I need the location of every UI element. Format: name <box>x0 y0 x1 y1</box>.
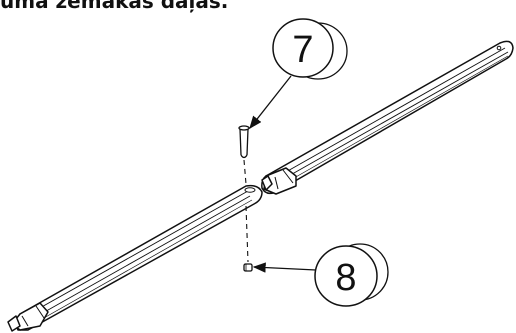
bolt-part <box>238 125 250 159</box>
callout-8: 8 <box>314 243 389 307</box>
callout-8-number: 8 <box>335 257 356 299</box>
callout-7-number: 7 <box>292 29 313 71</box>
nut-part <box>243 263 253 272</box>
callout-7: 7 <box>272 18 348 80</box>
instruction-caption: uma zemākās daļas. <box>0 0 229 13</box>
lower-tube <box>7 184 263 332</box>
leader-line-7 <box>249 75 292 130</box>
upper-tube <box>261 40 514 195</box>
assembly-axis-upper <box>243 159 247 185</box>
leader-line-8 <box>252 262 317 273</box>
assembly-axis-lower <box>245 205 249 263</box>
